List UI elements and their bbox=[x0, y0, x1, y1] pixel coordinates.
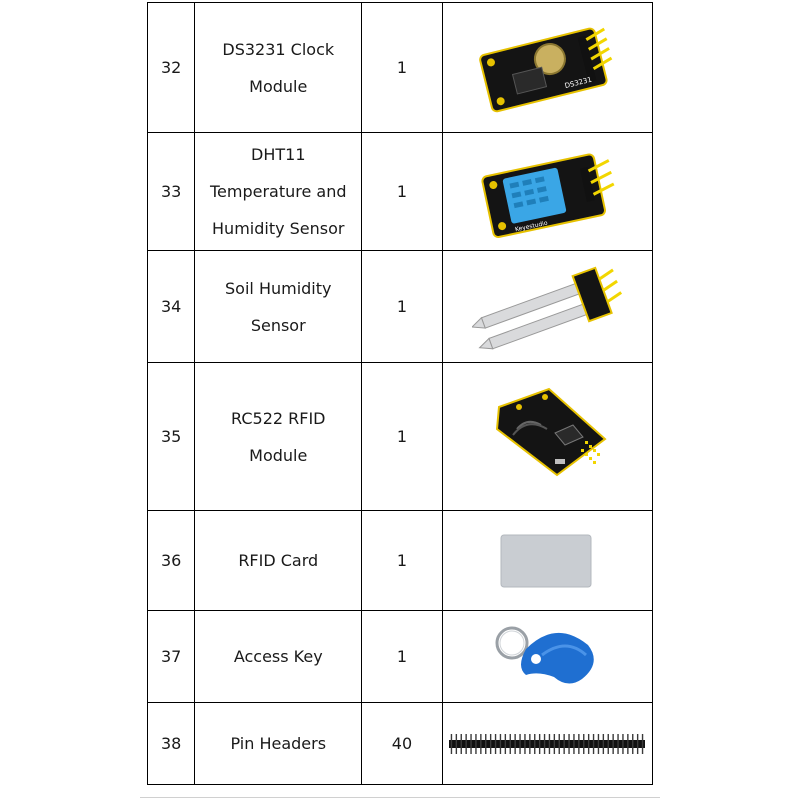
item-name: Access Key bbox=[194, 610, 363, 703]
page-bottom-rule bbox=[140, 797, 660, 798]
table-row: 38 Pin Headers 40 bbox=[146, 702, 654, 785]
table-row: 36 RFID Card 1 bbox=[146, 510, 654, 611]
item-name: Pin Headers bbox=[194, 702, 363, 785]
dht11-sensor-icon: Keyestudio bbox=[481, 153, 615, 238]
rfid-card-icon bbox=[500, 534, 592, 587]
item-picture: DS3231 bbox=[441, 2, 654, 133]
item-number: 36 bbox=[146, 510, 196, 611]
item-name: DHT11 Temperature and Humidity Sensor bbox=[194, 132, 363, 251]
item-quantity: 1 bbox=[361, 2, 443, 133]
item-quantity: 40 bbox=[361, 702, 443, 785]
item-name: Soil Humidity Sensor bbox=[194, 250, 363, 363]
item-picture: Keyestudio bbox=[441, 132, 654, 251]
item-number: 32 bbox=[146, 2, 196, 133]
table-row: 34 Soil Humidity Sensor 1 bbox=[146, 250, 654, 363]
soil-humidity-sensor-icon bbox=[472, 266, 623, 349]
ds3231-clock-module-icon: DS3231 bbox=[479, 27, 613, 112]
table-row: 37 Access Key 1 bbox=[146, 610, 654, 703]
item-quantity: 1 bbox=[361, 362, 443, 511]
item-picture bbox=[441, 510, 654, 611]
item-number: 33 bbox=[146, 132, 196, 251]
item-picture bbox=[441, 702, 654, 785]
item-quantity: 1 bbox=[361, 510, 443, 611]
item-picture bbox=[441, 362, 654, 511]
rc522-rfid-module-icon bbox=[496, 387, 607, 476]
item-name: RC522 RFID Module bbox=[194, 362, 363, 511]
item-number: 37 bbox=[146, 610, 196, 703]
item-name: DS3231 Clock Module bbox=[194, 2, 363, 133]
table-row: 35 RC522 RFID Module 1 bbox=[146, 362, 654, 511]
access-key-fob-icon bbox=[495, 626, 595, 684]
item-quantity: 1 bbox=[361, 132, 443, 251]
parts-table: 32 DS3231 Clock Module 1 bbox=[146, 2, 654, 785]
item-number: 35 bbox=[146, 362, 196, 511]
table-row: 33 DHT11 Temperature and Humidity Sensor… bbox=[146, 132, 654, 251]
item-number: 38 bbox=[146, 702, 196, 785]
item-number: 34 bbox=[146, 250, 196, 363]
item-picture bbox=[441, 250, 654, 363]
item-quantity: 1 bbox=[361, 250, 443, 363]
item-quantity: 1 bbox=[361, 610, 443, 703]
item-name: RFID Card bbox=[194, 510, 363, 611]
item-picture bbox=[441, 610, 654, 703]
pin-headers-icon bbox=[449, 733, 646, 754]
table-row: 32 DS3231 Clock Module 1 bbox=[146, 2, 654, 133]
